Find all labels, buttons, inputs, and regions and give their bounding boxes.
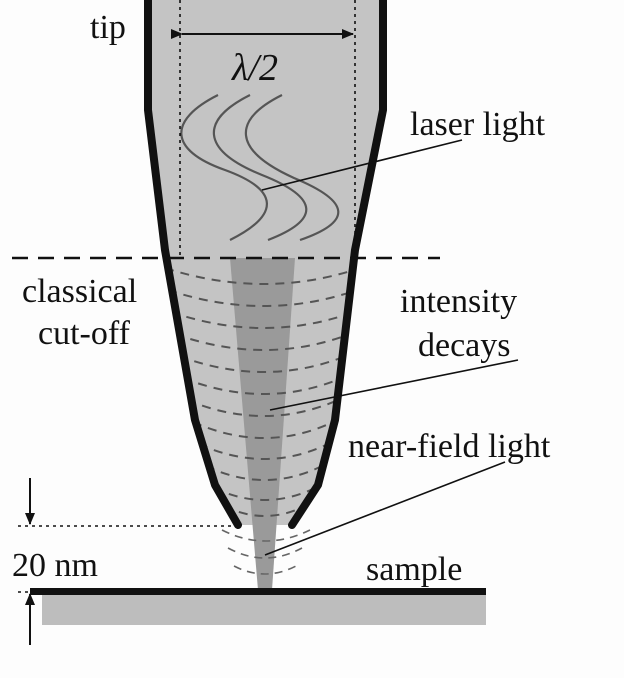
classical-label-line1: classical (22, 273, 137, 310)
intensity-label-line2: decays (418, 327, 511, 364)
sample-block (42, 595, 486, 625)
sample-label: sample (366, 551, 462, 588)
half-wavelength-guides (179, 0, 356, 258)
tip-walls (144, 0, 387, 529)
sample-surface-line (30, 588, 486, 595)
laser-light-label: laser light (410, 106, 546, 143)
laser-light-leader (261, 139, 463, 191)
tip-left-wall (144, 0, 242, 529)
intensity-leader (269, 359, 519, 411)
tip-label: tip (90, 9, 126, 46)
light-beam-cone (230, 258, 295, 590)
classical-label-line2: cut-off (38, 315, 131, 352)
near-field-wavefronts (221, 529, 311, 575)
tip-right-wall (288, 0, 387, 529)
laser-light-waves (180, 94, 340, 242)
intensity-label-line1: intensity (400, 283, 517, 320)
gap-label: 20 nm (12, 547, 98, 584)
near-field-light-label: near-field light (348, 428, 551, 465)
leader-lines (261, 139, 519, 556)
half-wavelength-label: λ/2 (231, 47, 278, 89)
near-field-leader (264, 461, 506, 556)
